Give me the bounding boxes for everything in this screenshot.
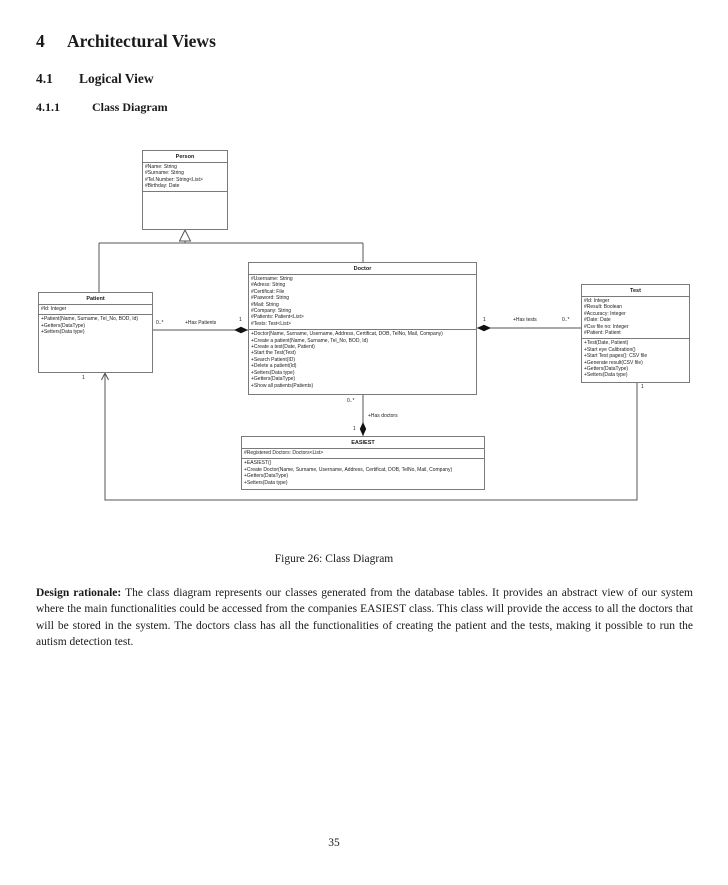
patient-multiplicity: 0..* (156, 320, 164, 326)
figure-caption: Figure 26: Class Diagram (274, 553, 394, 565)
paragraph-body: The class diagram represents our classes… (36, 587, 693, 649)
member-line: +Delete a patient(Id) (251, 363, 297, 370)
member-line: #Id: Integer (584, 298, 610, 304)
member-line: +Show all patients(Patients) (251, 382, 314, 389)
aggregation-diamond-icon (477, 324, 491, 332)
subsubsection-title: Class Diagram (92, 100, 168, 114)
member-line: +Create Doctor(Name, Surname, Username, … (244, 466, 453, 473)
member-line: +Start Test pages(): CSV file (584, 353, 648, 360)
member-line: +Search Patient(ID) (251, 356, 296, 363)
class-easiest-attributes: #Registered Doctors: Doctors<List> (242, 449, 484, 459)
member-line: #Pasword: String (251, 295, 290, 302)
member-line: #Csv file no: Integer (584, 323, 629, 330)
member-line: #Patient: Patient (584, 330, 621, 337)
member-line: #Birthday: Date (145, 183, 180, 190)
class-doctor-title: Doctor (249, 263, 476, 275)
section-number: 4 (36, 31, 45, 51)
member-line: #Registered Doctors: Doctors<List> (244, 450, 324, 456)
member-line: +Test(Date, Patient) (584, 340, 629, 347)
member-line: #Adress: String (251, 282, 286, 289)
subsection-heading: 4.1 Logical View (36, 71, 154, 87)
inheritance-triangle-icon (178, 228, 192, 242)
member-line: +Start eye Calibration() (584, 346, 636, 353)
test-multiplicity: 1 (641, 384, 644, 390)
class-doctor: Doctor #Username: String#Adress: String#… (248, 262, 477, 395)
doctor-multiplicity: 1 (239, 317, 242, 323)
member-line: #Result: Boolean (584, 304, 623, 311)
subsubsection-number: 4.1.1 (36, 100, 60, 114)
member-line: #Name: String (145, 164, 177, 170)
class-person-methods (143, 192, 227, 229)
member-line: #Surname: String (145, 170, 184, 177)
member-line: +Getters(DataType) (251, 376, 296, 383)
subsection-number: 4.1 (36, 71, 53, 86)
has-tests-label: +Has tests (513, 317, 537, 323)
test-multiplicity: 0..* (562, 317, 570, 323)
member-line: #Mail: String (251, 301, 279, 308)
class-doctor-attributes: #Username: String#Adress: String#Certifi… (249, 275, 476, 330)
member-line: +Setters(Data type) (244, 479, 288, 486)
aggregation-diamond-icon (359, 422, 367, 436)
member-line: #Tests: Test<List> (251, 320, 291, 327)
class-patient: Patient #Id: Integer +Patient(Name, Surn… (38, 292, 153, 373)
member-line: +Doctor(Name, Surname, Username, Address… (251, 331, 443, 338)
doctor-multiplicity: 0..* (347, 398, 355, 404)
class-doctor-methods: +Doctor(Name, Surname, Username, Address… (249, 330, 476, 394)
member-line: #Company: String (251, 308, 292, 315)
member-line: +Setters(Data type) (41, 329, 85, 336)
class-person-title: Person (143, 151, 227, 163)
member-line: #Id: Integer (41, 306, 67, 312)
doctor-multiplicity: 1 (483, 317, 486, 323)
section-heading: 4 Architectural Views (36, 31, 216, 52)
member-line: +EASIEST() (244, 460, 272, 467)
member-line: +Setters(Data type) (584, 372, 628, 379)
class-patient-title: Patient (39, 293, 152, 305)
class-person: Person #Name: String#Surname: String#Tel… (142, 150, 228, 230)
class-person-attributes: #Name: String#Surname: String#Tel.Number… (143, 163, 227, 193)
section-title: Architectural Views (67, 31, 216, 51)
member-line: +Getters(DataType) (244, 473, 289, 480)
has-patients-label: +Has Patients (185, 320, 217, 326)
member-line: #Patients: Patient<List> (251, 314, 304, 321)
class-easiest: EASIEST #Registered Doctors: Doctors<Lis… (241, 436, 485, 490)
paragraph-lead: Design rationale: (36, 587, 122, 599)
easiest-multiplicity: 1 (353, 426, 356, 432)
class-test-methods: +Test(Date, Patient)+Start eye Calibrati… (582, 339, 689, 382)
member-line: +Setters(Data type) (251, 369, 295, 376)
class-patient-attributes: #Id: Integer (39, 305, 152, 315)
member-line: #Certificat: File (251, 288, 285, 295)
member-line: +Create a patient(Name, Surname, Tel_No,… (251, 337, 369, 344)
class-easiest-methods: +EASIEST()+Create Doctor(Name, Surname, … (242, 459, 484, 489)
class-test-title: Test (582, 285, 689, 297)
member-line: +Getters(DataType) (41, 322, 86, 329)
aggregation-diamond-icon (234, 326, 248, 334)
member-line: +Patient(Name, Surname, Tel_No, BOD, Id) (41, 316, 139, 323)
member-line: #Accuracy: Integer (584, 310, 626, 317)
member-line: +Generate result(CSV file) (584, 359, 643, 366)
class-test: Test #Id: Integer#Result: Boolean#Accura… (581, 284, 690, 383)
patient-multiplicity: 1 (82, 375, 85, 381)
subsection-title: Logical View (79, 71, 154, 86)
member-line: +Getters(DataType) (584, 366, 629, 373)
member-line: #Date: Date (584, 317, 611, 324)
member-line: +Start the Test(Test) (251, 350, 296, 357)
class-easiest-title: EASIEST (242, 437, 484, 449)
has-doctors-label: +Has doctors (368, 413, 398, 419)
page-number: 35 (328, 837, 340, 849)
member-line: #Username: String (251, 276, 293, 282)
class-patient-methods: +Patient(Name, Surname, Tel_No, BOD, Id)… (39, 315, 152, 372)
subsubsection-heading: 4.1.1 Class Diagram (36, 100, 168, 115)
class-test-attributes: #Id: Integer#Result: Boolean#Accuracy: I… (582, 297, 689, 339)
design-rationale-paragraph: Design rationale: The class diagram repr… (36, 585, 693, 651)
association-arrow-icon (101, 371, 109, 381)
member-line: +Create a test(Date, Patient) (251, 344, 315, 351)
member-line: #Tel.Number: String<List> (145, 176, 203, 183)
